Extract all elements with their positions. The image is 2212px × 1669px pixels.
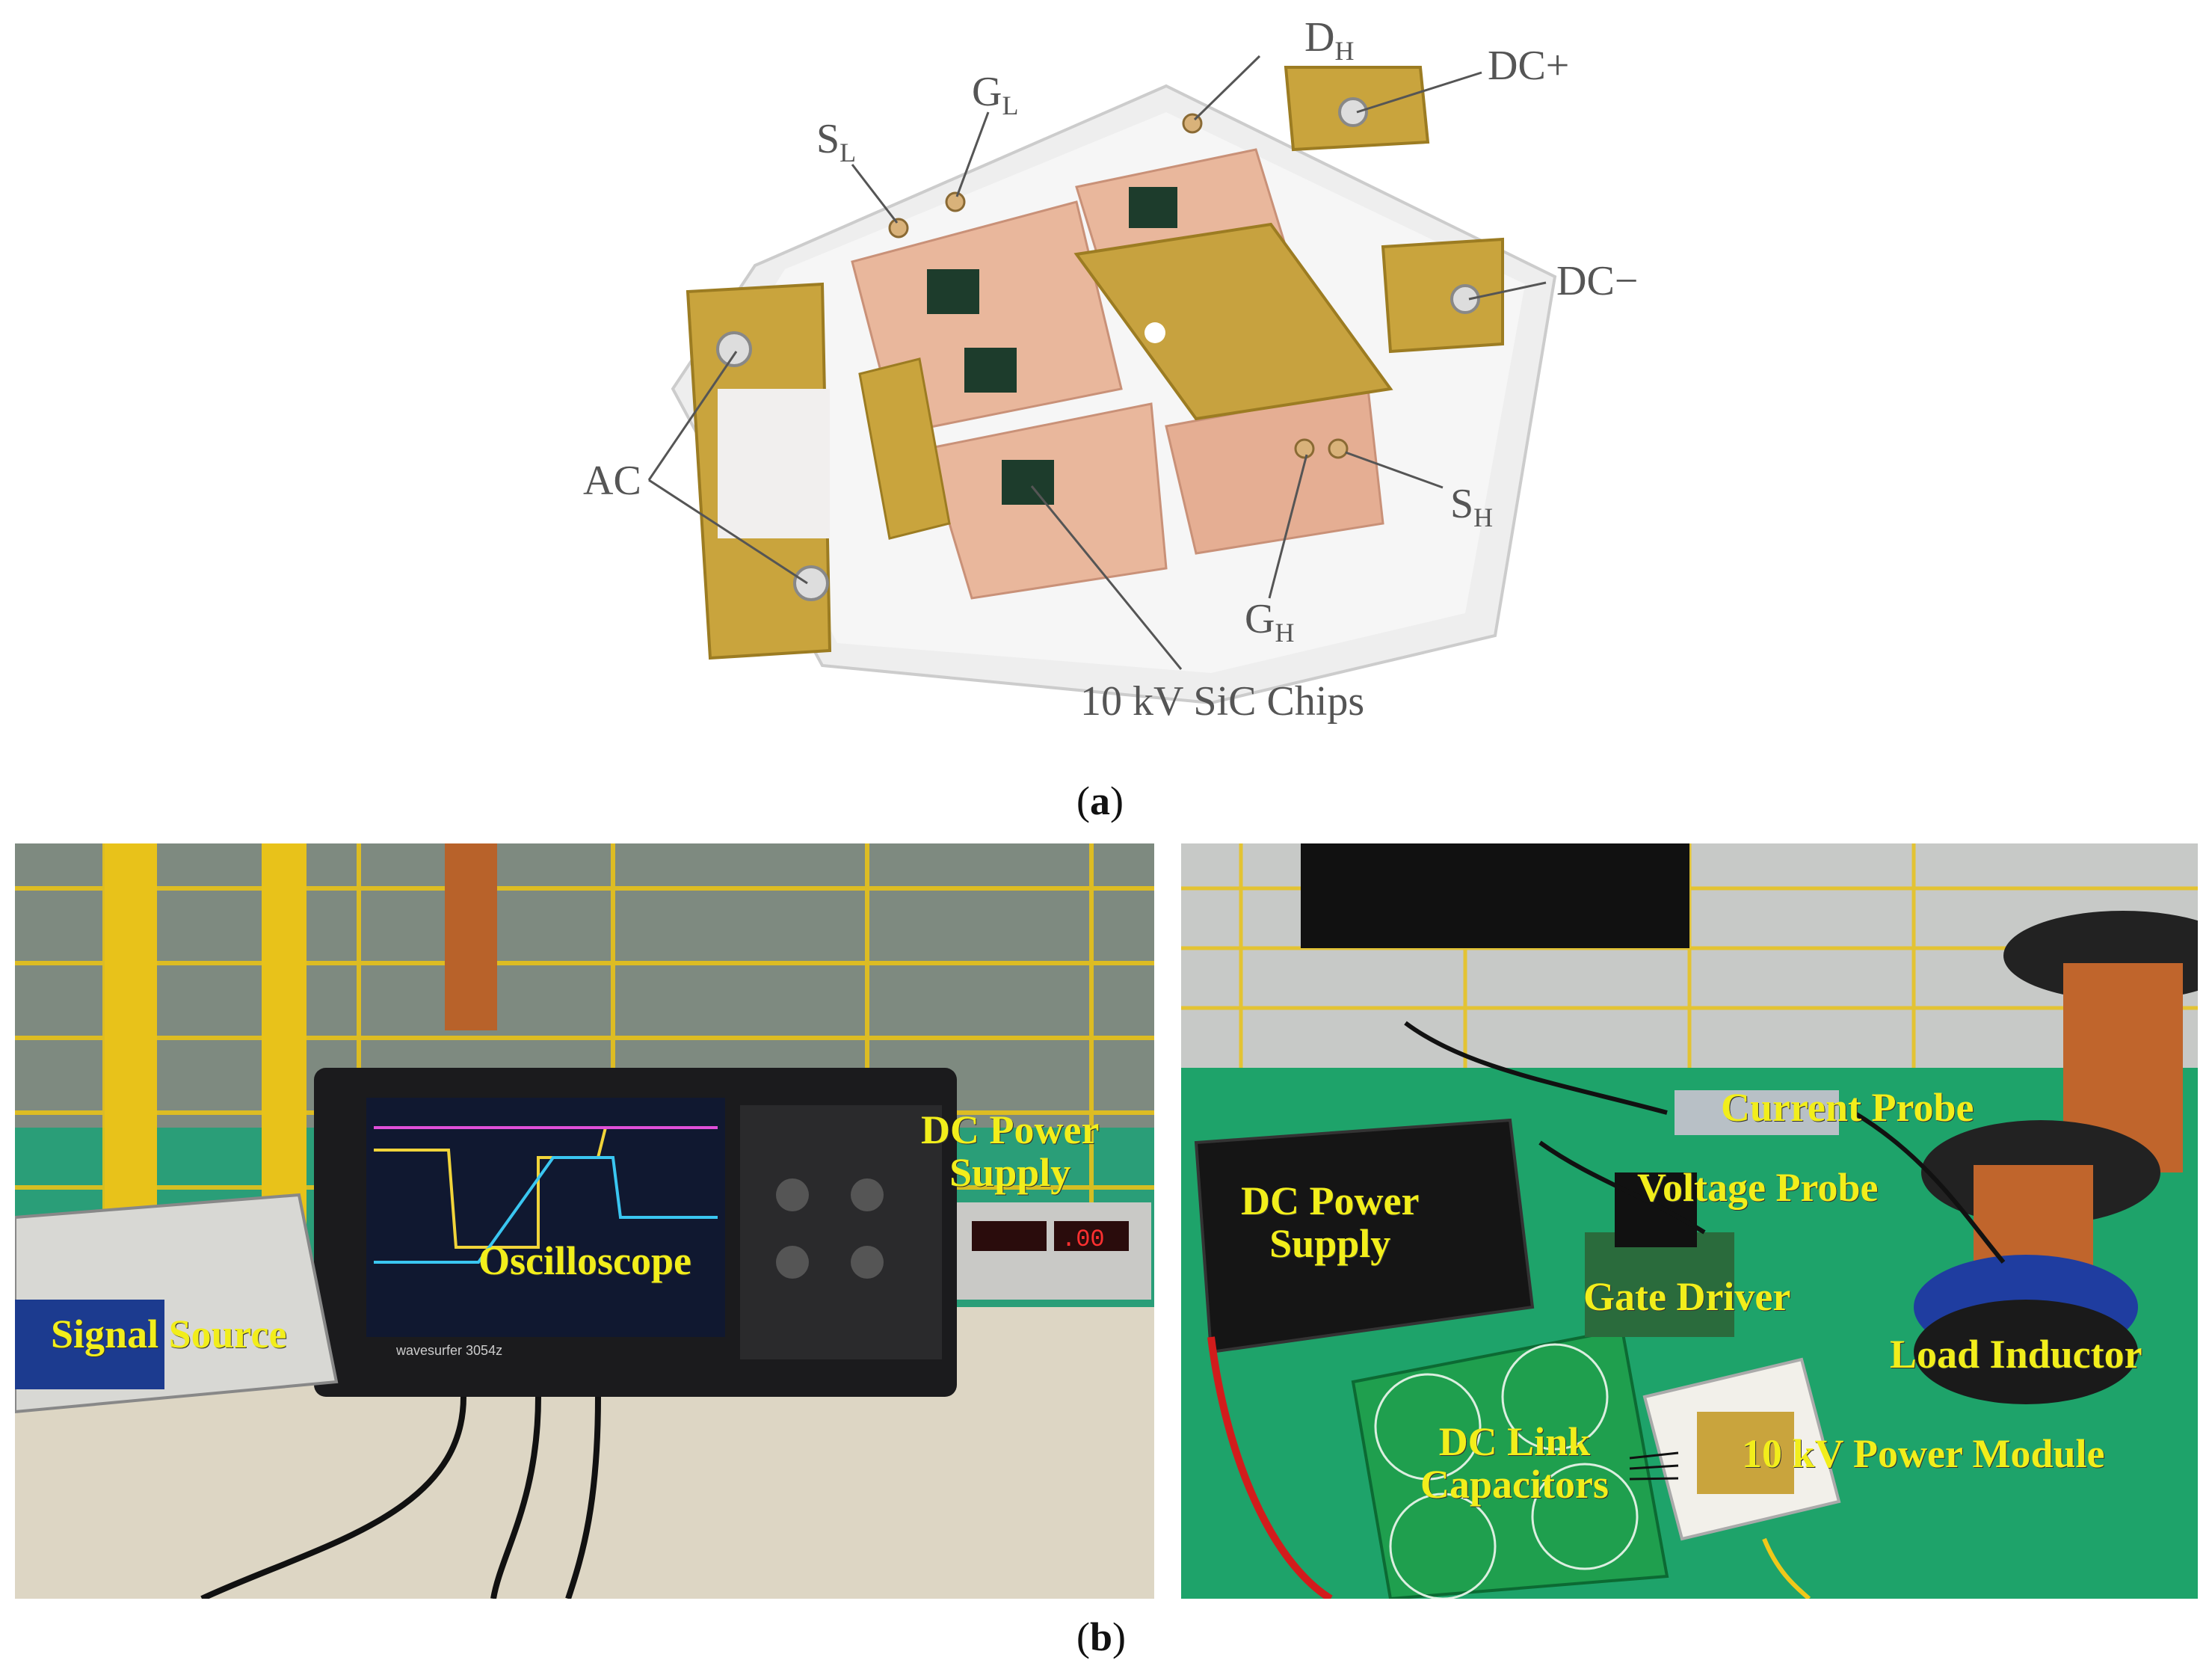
- figure-a: DH DC+ GL SL DC− AC SH GH 10 kV SiC Chip…: [0, 0, 2212, 823]
- power-module-illustration: [647, 55, 1557, 705]
- test-bench-photo-left: .00 wavesurfer 3054z DC Power Supply Osc…: [15, 843, 1154, 1599]
- label-source-low: SL: [816, 116, 857, 167]
- label-source-high: SH: [1450, 481, 1494, 532]
- power-module-pointer: [1629, 1451, 1679, 1481]
- bench-scene-right: [1181, 843, 2198, 1599]
- label-load-inductor: Load Inductor: [1890, 1332, 2142, 1377]
- caption-b: (b): [1076, 1614, 1127, 1659]
- label-dc-link-capacitors: DC Link Capacitors: [1420, 1419, 1609, 1507]
- test-bench-photo-right: Current Probe Voltage Probe DC Power Sup…: [1181, 843, 2198, 1599]
- label-ac: AC: [583, 458, 641, 504]
- label-current-probe: Current Probe: [1721, 1085, 1974, 1130]
- label-signal-source: Signal Source: [51, 1312, 287, 1356]
- label-oscilloscope: Oscilloscope: [478, 1238, 691, 1283]
- label-dc-minus: DC−: [1556, 258, 1639, 304]
- scope-brand: wavesurfer 3054z: [396, 1343, 503, 1358]
- label-gate-low: GL: [972, 69, 1019, 120]
- caption-a: (a): [1076, 778, 1124, 823]
- label-gate-high: GH: [1245, 596, 1295, 648]
- label-power-module: 10 kV Power Module: [1742, 1431, 2105, 1476]
- label-dc-plus: DC+: [1488, 43, 1570, 89]
- label-gate-driver: Gate Driver: [1583, 1274, 1791, 1319]
- dc-supply-readout: .00: [1062, 1226, 1105, 1253]
- label-dc-power-supply-right: DC Power Supply: [1241, 1178, 1420, 1266]
- label-dc-power-supply-left: DC Power Supply: [921, 1107, 1100, 1195]
- label-voltage-probe: Voltage Probe: [1637, 1165, 1879, 1210]
- label-sic-chips: 10 kV SiC Chips: [1080, 678, 1365, 725]
- label-drain-high: DH: [1304, 14, 1355, 66]
- bench-scene-left: .00: [15, 843, 1154, 1599]
